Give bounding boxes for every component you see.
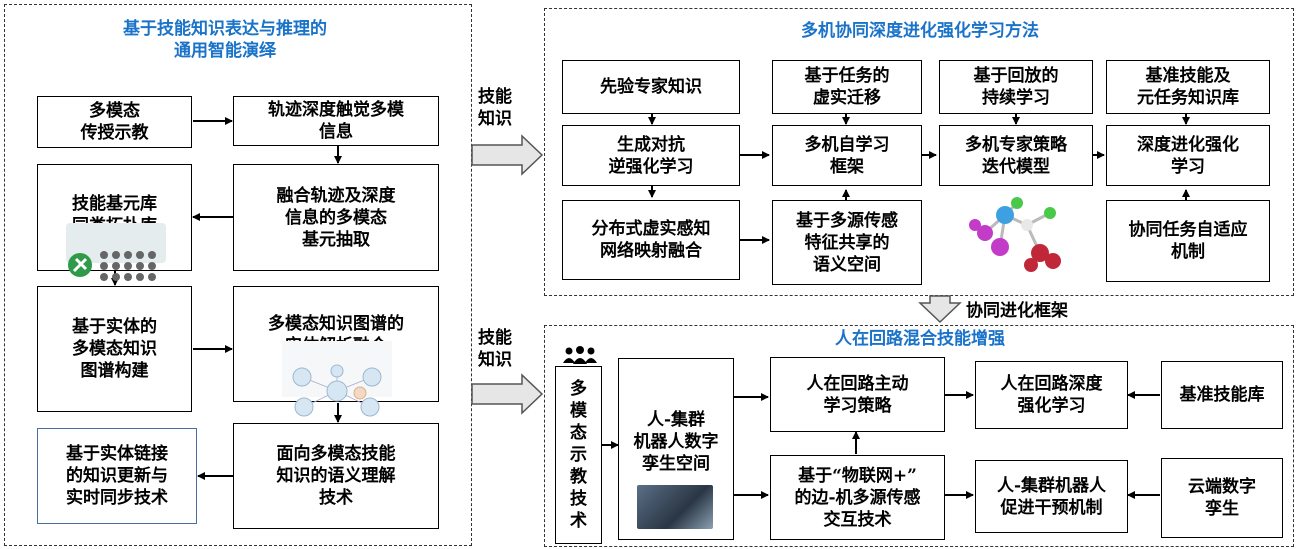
- self-learning-box: 多机自学习 框架: [772, 125, 922, 186]
- multimodal-demo-tech-box: 多 模 态 示 教 技 术: [555, 366, 602, 544]
- left-panel: [4, 4, 472, 546]
- expert-policy-box: 多机专家策略 迭代模型: [939, 125, 1093, 186]
- people-icon: [562, 346, 598, 364]
- arrow-left-to-bottom: [471, 373, 544, 415]
- benchmark-library-box: 基准技能库: [1161, 361, 1283, 429]
- kg-entity-fusion-box: 多模态知识图谱的 实体解析融合: [233, 286, 439, 417]
- skill-knowledge-label-bottom: 技能 知识: [478, 328, 512, 370]
- molecule-icon: [955, 195, 1075, 275]
- hitl-drl-box: 人在回路深度 强化学习: [975, 361, 1128, 429]
- entity-kg-box: 基于实体的 多模态知识 图谱构建: [37, 286, 192, 412]
- skill-library-box: 技能基元库 同类拓扑库: [37, 164, 192, 281]
- arrow-top-to-bottom: [918, 295, 962, 324]
- arrow-left-to-top: [471, 134, 544, 176]
- left-panel-title: 基于技能知识表达与推理的 通用智能演绎: [123, 19, 327, 61]
- deep-evo-rl-box: 深度进化强化 学习: [1106, 125, 1270, 186]
- intervention-mechanism-box: 人-集群机器人 促进干预机制: [975, 460, 1128, 533]
- active-learning-box: 人在回路主动 学习策略: [770, 357, 945, 432]
- distributed-perception-box: 分布式虚实感知 网络映射融合: [562, 200, 740, 280]
- replay-learning-box: 基于回放的 持续学习: [939, 60, 1093, 114]
- bottom-right-panel: [544, 325, 1294, 547]
- multimodal-demo-box: 多模态 传授示教: [37, 96, 192, 148]
- skill-knowledge-label-top: 技能 知识: [478, 87, 512, 129]
- entity-link-box: 基于实体链接 的知识更新与 实时同步技术: [37, 428, 197, 524]
- prior-expert-box: 先验专家知识: [562, 60, 740, 114]
- benchmark-meta-box: 基准技能及 元任务知识库: [1106, 60, 1270, 114]
- multisource-semantic-box: 基于多源传感 特征共享的 语义空间: [772, 200, 922, 285]
- knowledge-graph-icon: [282, 341, 392, 417]
- vr-photo-icon: [637, 485, 713, 529]
- semantic-understanding-box: 面向多模态技能 知识的语义理解 技术: [233, 423, 439, 529]
- digital-twin-space-label: 人-集群 机器人数字 孪生空间: [633, 410, 719, 474]
- tools-icon: [66, 223, 166, 281]
- cloud-twin-box: 云端数字 孪生: [1161, 458, 1283, 538]
- task-transfer-box: 基于任务的 虚实迁移: [772, 60, 922, 114]
- bottom-panel-title: 人在回路混合技能增强: [835, 329, 1005, 349]
- trajectory-info-box: 轨迹深度触觉多模 信息: [233, 96, 439, 146]
- gan-irl-box: 生成对抗 逆强化学习: [562, 125, 740, 186]
- digital-twin-space-box: 人-集群 机器人数字 孪生空间: [618, 358, 734, 540]
- co-evolution-label: 协同进化框架: [966, 301, 1068, 321]
- iot-interaction-box: 基于“物联网+” 的边-机多源传感 交互技术: [770, 455, 945, 540]
- fusion-extract-box: 融合轨迹及深度 信息的多模态 基元抽取: [233, 164, 439, 271]
- top-panel-title: 多机协同深度进化强化学习方法: [801, 21, 1039, 41]
- adaptive-mechanism-box: 协同任务自适应 机制: [1106, 200, 1270, 282]
